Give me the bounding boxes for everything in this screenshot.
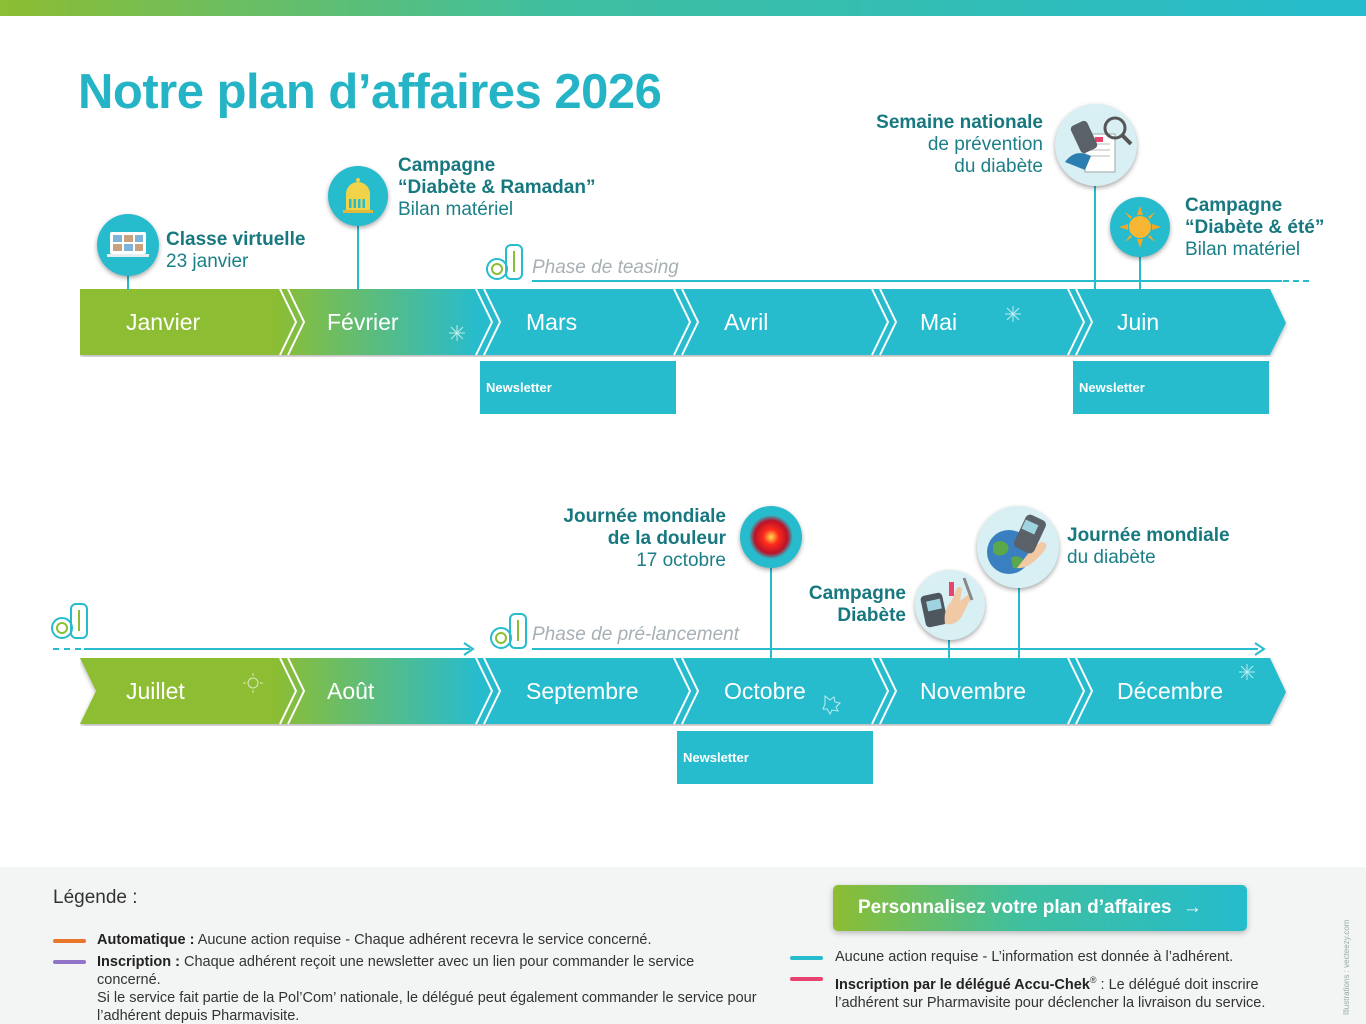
sun-icon xyxy=(1110,197,1170,257)
legend-information: Aucune action requise - L’information es… xyxy=(835,948,1233,966)
month-decembre: Décembre xyxy=(1117,678,1224,704)
event-title-line2: Diabète xyxy=(837,605,906,626)
legend-label: Inscription : xyxy=(97,954,180,970)
legend-text-line2: Si le service fait partie de la Pol’Com’… xyxy=(97,990,757,1006)
legend-swatch-pink xyxy=(790,977,823,981)
launch-phase-icon xyxy=(486,244,523,280)
month-aout: Août xyxy=(327,678,375,704)
event-date: 17 octobre xyxy=(636,550,726,571)
event-stem xyxy=(1094,180,1096,290)
event-title: Journée mondiale xyxy=(1067,525,1230,546)
month-avril: Avril xyxy=(724,309,769,335)
event-semaine-nationale: Semaine nationale de prévention du diabè… xyxy=(830,112,1043,178)
event-title-line2: “Diabète & été” xyxy=(1185,217,1325,238)
arrow-head-icon xyxy=(1254,642,1266,656)
month-mars: Mars xyxy=(526,309,578,335)
arrow-head-icon xyxy=(463,642,475,656)
lancing-device-icon xyxy=(915,570,985,640)
month-juillet: Juillet xyxy=(126,678,185,704)
legend-text: Aucune action requise - L’information es… xyxy=(835,949,1234,965)
personalize-plan-button[interactable]: Personnalisez votre plan d’affaires → xyxy=(833,885,1247,931)
mosque-icon xyxy=(328,166,388,226)
event-journee-douleur: Journée mondiale de la douleur 17 octobr… xyxy=(520,506,726,572)
legend-inscription-delegue: Inscription par le délégué Accu-Chek® : … xyxy=(835,971,1275,1012)
event-subtitle-line2: du diabète xyxy=(954,156,1043,177)
phase-line xyxy=(84,648,470,650)
timeline-bar-1: Janvier Février Mars Avril Mai Juin xyxy=(80,289,1290,357)
phase-line-dashes xyxy=(1283,280,1309,282)
legend-label: Automatique : xyxy=(97,932,195,948)
cta-label: Personnalisez votre plan d’affaires xyxy=(858,897,1172,918)
glucose-meter-icon xyxy=(1055,104,1137,186)
virtual-class-icon xyxy=(97,214,159,276)
phase-line xyxy=(532,648,1258,650)
legend-swatch-purple xyxy=(53,960,86,964)
legend-text: Aucune action requise - Chaque adhérent … xyxy=(194,932,652,948)
event-subtitle: du diabète xyxy=(1067,547,1156,568)
legend-swatch-teal xyxy=(790,956,823,960)
event-subtitle-line1: de prévention xyxy=(927,134,1043,155)
event-title-line2: de la douleur xyxy=(607,528,726,549)
event-classe-virtuelle: Classe virtuelle 23 janvier xyxy=(166,229,305,273)
top-gradient-bar xyxy=(0,0,1366,16)
event-title-line1: Campagne xyxy=(398,155,496,176)
event-title-line1: Campagne xyxy=(808,583,906,604)
phase-line-dashes xyxy=(53,648,81,650)
event-subtitle: Bilan matériel xyxy=(1185,239,1301,260)
month-octobre: Octobre xyxy=(724,678,806,704)
event-stem xyxy=(1139,252,1141,290)
event-subtitle: Bilan matériel xyxy=(398,199,514,220)
month-mai: Mai xyxy=(920,309,958,335)
page-title: Notre plan d’affaires 2026 xyxy=(78,65,662,119)
month-juin: Juin xyxy=(1117,309,1160,335)
event-date: 23 janvier xyxy=(166,251,249,272)
month-janvier: Janvier xyxy=(126,309,201,335)
legend-label: Inscription par le délégué Accu-Chek xyxy=(835,976,1090,993)
legend-swatch-orange xyxy=(53,939,86,943)
event-title-line1: Campagne xyxy=(1185,195,1283,216)
legend-inscription: Inscription : Chaque adhérent reçoit une… xyxy=(97,953,757,1024)
event-stem xyxy=(770,560,772,658)
event-diabete-ramadan: Campagne “Diabète & Ramadan” Bilan matér… xyxy=(398,155,595,221)
launch-phase-icon xyxy=(51,603,88,639)
registered-mark: ® xyxy=(1089,975,1097,985)
event-title: Semaine nationale xyxy=(876,112,1043,133)
timeline-bar-2: Juillet Août Septembre Octobre Novembre … xyxy=(80,658,1290,726)
phase-label-teasing: Phase de teasing xyxy=(532,257,679,278)
event-stem xyxy=(1018,580,1020,658)
newsletter-octobre: Newsletter xyxy=(677,731,873,784)
legend-text: : Le délégué doit inscrire xyxy=(1096,976,1259,993)
launch-phase-icon xyxy=(490,613,527,649)
phase-label-pre-lancement: Phase de pré-lancement xyxy=(532,624,740,645)
month-fevrier: Février xyxy=(327,309,399,335)
event-title-line2: “Diabète & Ramadan” xyxy=(398,177,596,198)
event-journee-diabete: Journée mondiale du diabète xyxy=(1067,525,1230,569)
legend-title: Légende : xyxy=(53,887,138,908)
legend-text: Chaque adhérent reçoit une newsletter av… xyxy=(97,954,695,988)
newsletter-mars: Newsletter xyxy=(480,361,676,414)
month-septembre: Septembre xyxy=(526,678,639,704)
event-campagne-diabete: Campagne Diabète xyxy=(780,583,906,627)
month-novembre: Novembre xyxy=(920,678,1027,704)
arrow-right-icon: → xyxy=(1182,897,1202,918)
legend-automatique: Automatique : Aucune action requise - Ch… xyxy=(97,931,652,949)
pain-target-icon xyxy=(740,506,802,568)
event-stem xyxy=(127,270,129,290)
event-stem xyxy=(357,222,359,290)
legend-text-line3: l’adhérent depuis Pharmavisite. xyxy=(97,1008,300,1024)
illustration-credit: Illustrations : vecteezy.com xyxy=(1342,919,1351,1015)
legend-text-line2: l’adhérent sur Pharmavisite pour déclenc… xyxy=(835,994,1266,1011)
event-title-line1: Journée mondiale xyxy=(563,506,726,527)
phase-line xyxy=(532,280,1282,282)
newsletter-juin: Newsletter xyxy=(1073,361,1269,414)
globe-glucose-icon xyxy=(977,506,1059,588)
event-diabete-ete: Campagne “Diabète & été” Bilan matériel xyxy=(1185,195,1324,261)
event-stem xyxy=(948,630,950,658)
event-title: Classe virtuelle xyxy=(166,229,306,250)
